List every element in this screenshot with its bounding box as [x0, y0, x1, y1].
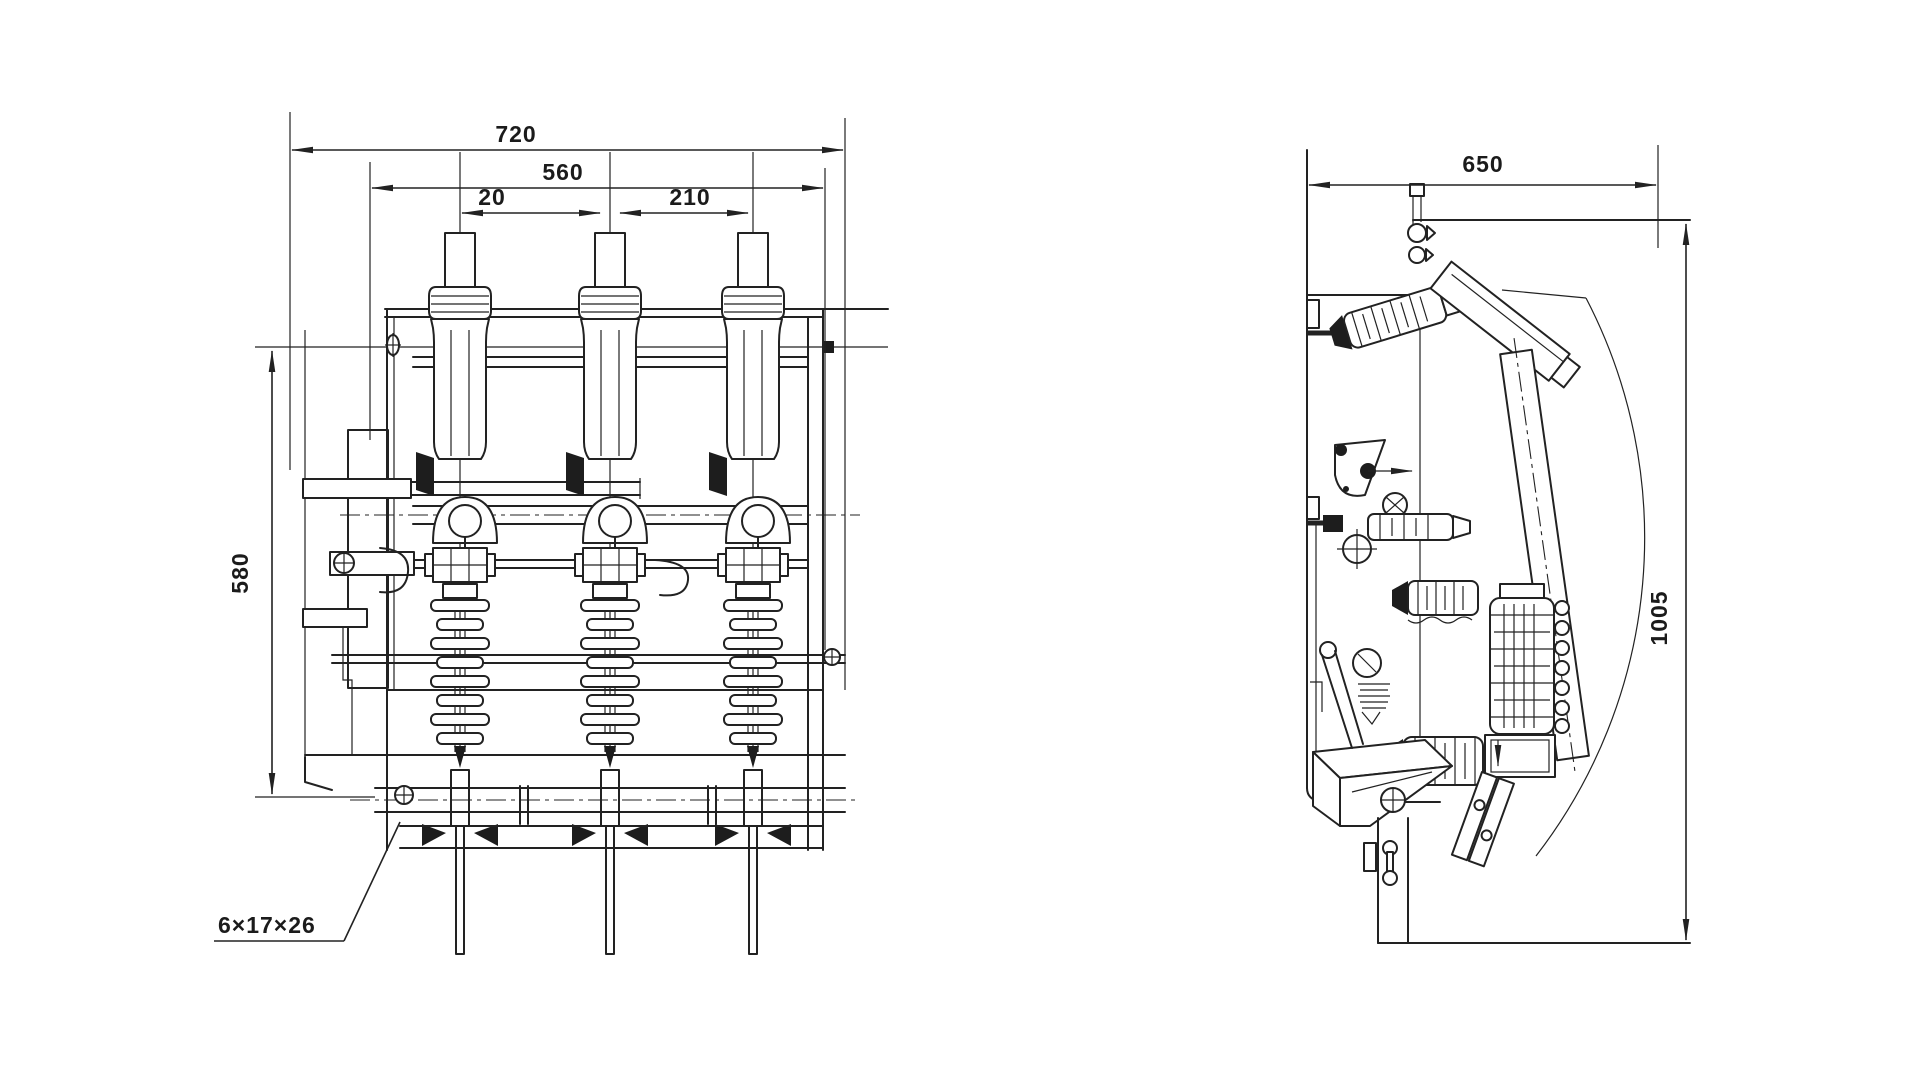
front-view: 720 560 20 210 580 6×17×26 [214, 112, 889, 955]
front-frame-columns [302, 308, 841, 851]
side-bottom-box [1484, 734, 1556, 778]
front-operating-shaft [350, 785, 860, 849]
side-wedge-bracket [1312, 739, 1453, 827]
side-top-bolt [1407, 183, 1436, 264]
slot-label: 6×17×26 [218, 912, 316, 938]
side-moving-arm [1499, 338, 1590, 772]
side-mechanism [1323, 439, 1471, 569]
side-swing-arc [1501, 289, 1646, 857]
dim-phase-pitch: 210 [669, 184, 710, 210]
side-dimensions: 650 1005 [1308, 145, 1690, 941]
side-view: 650 1005 [1306, 145, 1691, 944]
side-vertical-insulator [1489, 583, 1570, 735]
dim-depth: 650 [1462, 151, 1503, 177]
side-earth-blade [1450, 771, 1515, 868]
dim-gap-small: 20 [478, 184, 506, 210]
dim-overall-height: 1005 [1646, 590, 1672, 645]
pole-left [415, 151, 499, 955]
side-pull-rod [1363, 817, 1409, 944]
dim-height: 580 [227, 552, 253, 593]
front-dimensions: 720 560 20 210 580 6×17×26 [214, 112, 846, 942]
dim-bushing-span: 560 [542, 159, 583, 185]
pole-middle [565, 151, 649, 955]
dim-overall-width: 720 [495, 121, 536, 147]
side-interrupter-tube [1429, 260, 1581, 389]
side-middle-insulator [1392, 580, 1479, 624]
side-upper-insulator [1329, 284, 1464, 350]
pole-right [708, 151, 792, 955]
side-spring-detail [1310, 641, 1390, 749]
